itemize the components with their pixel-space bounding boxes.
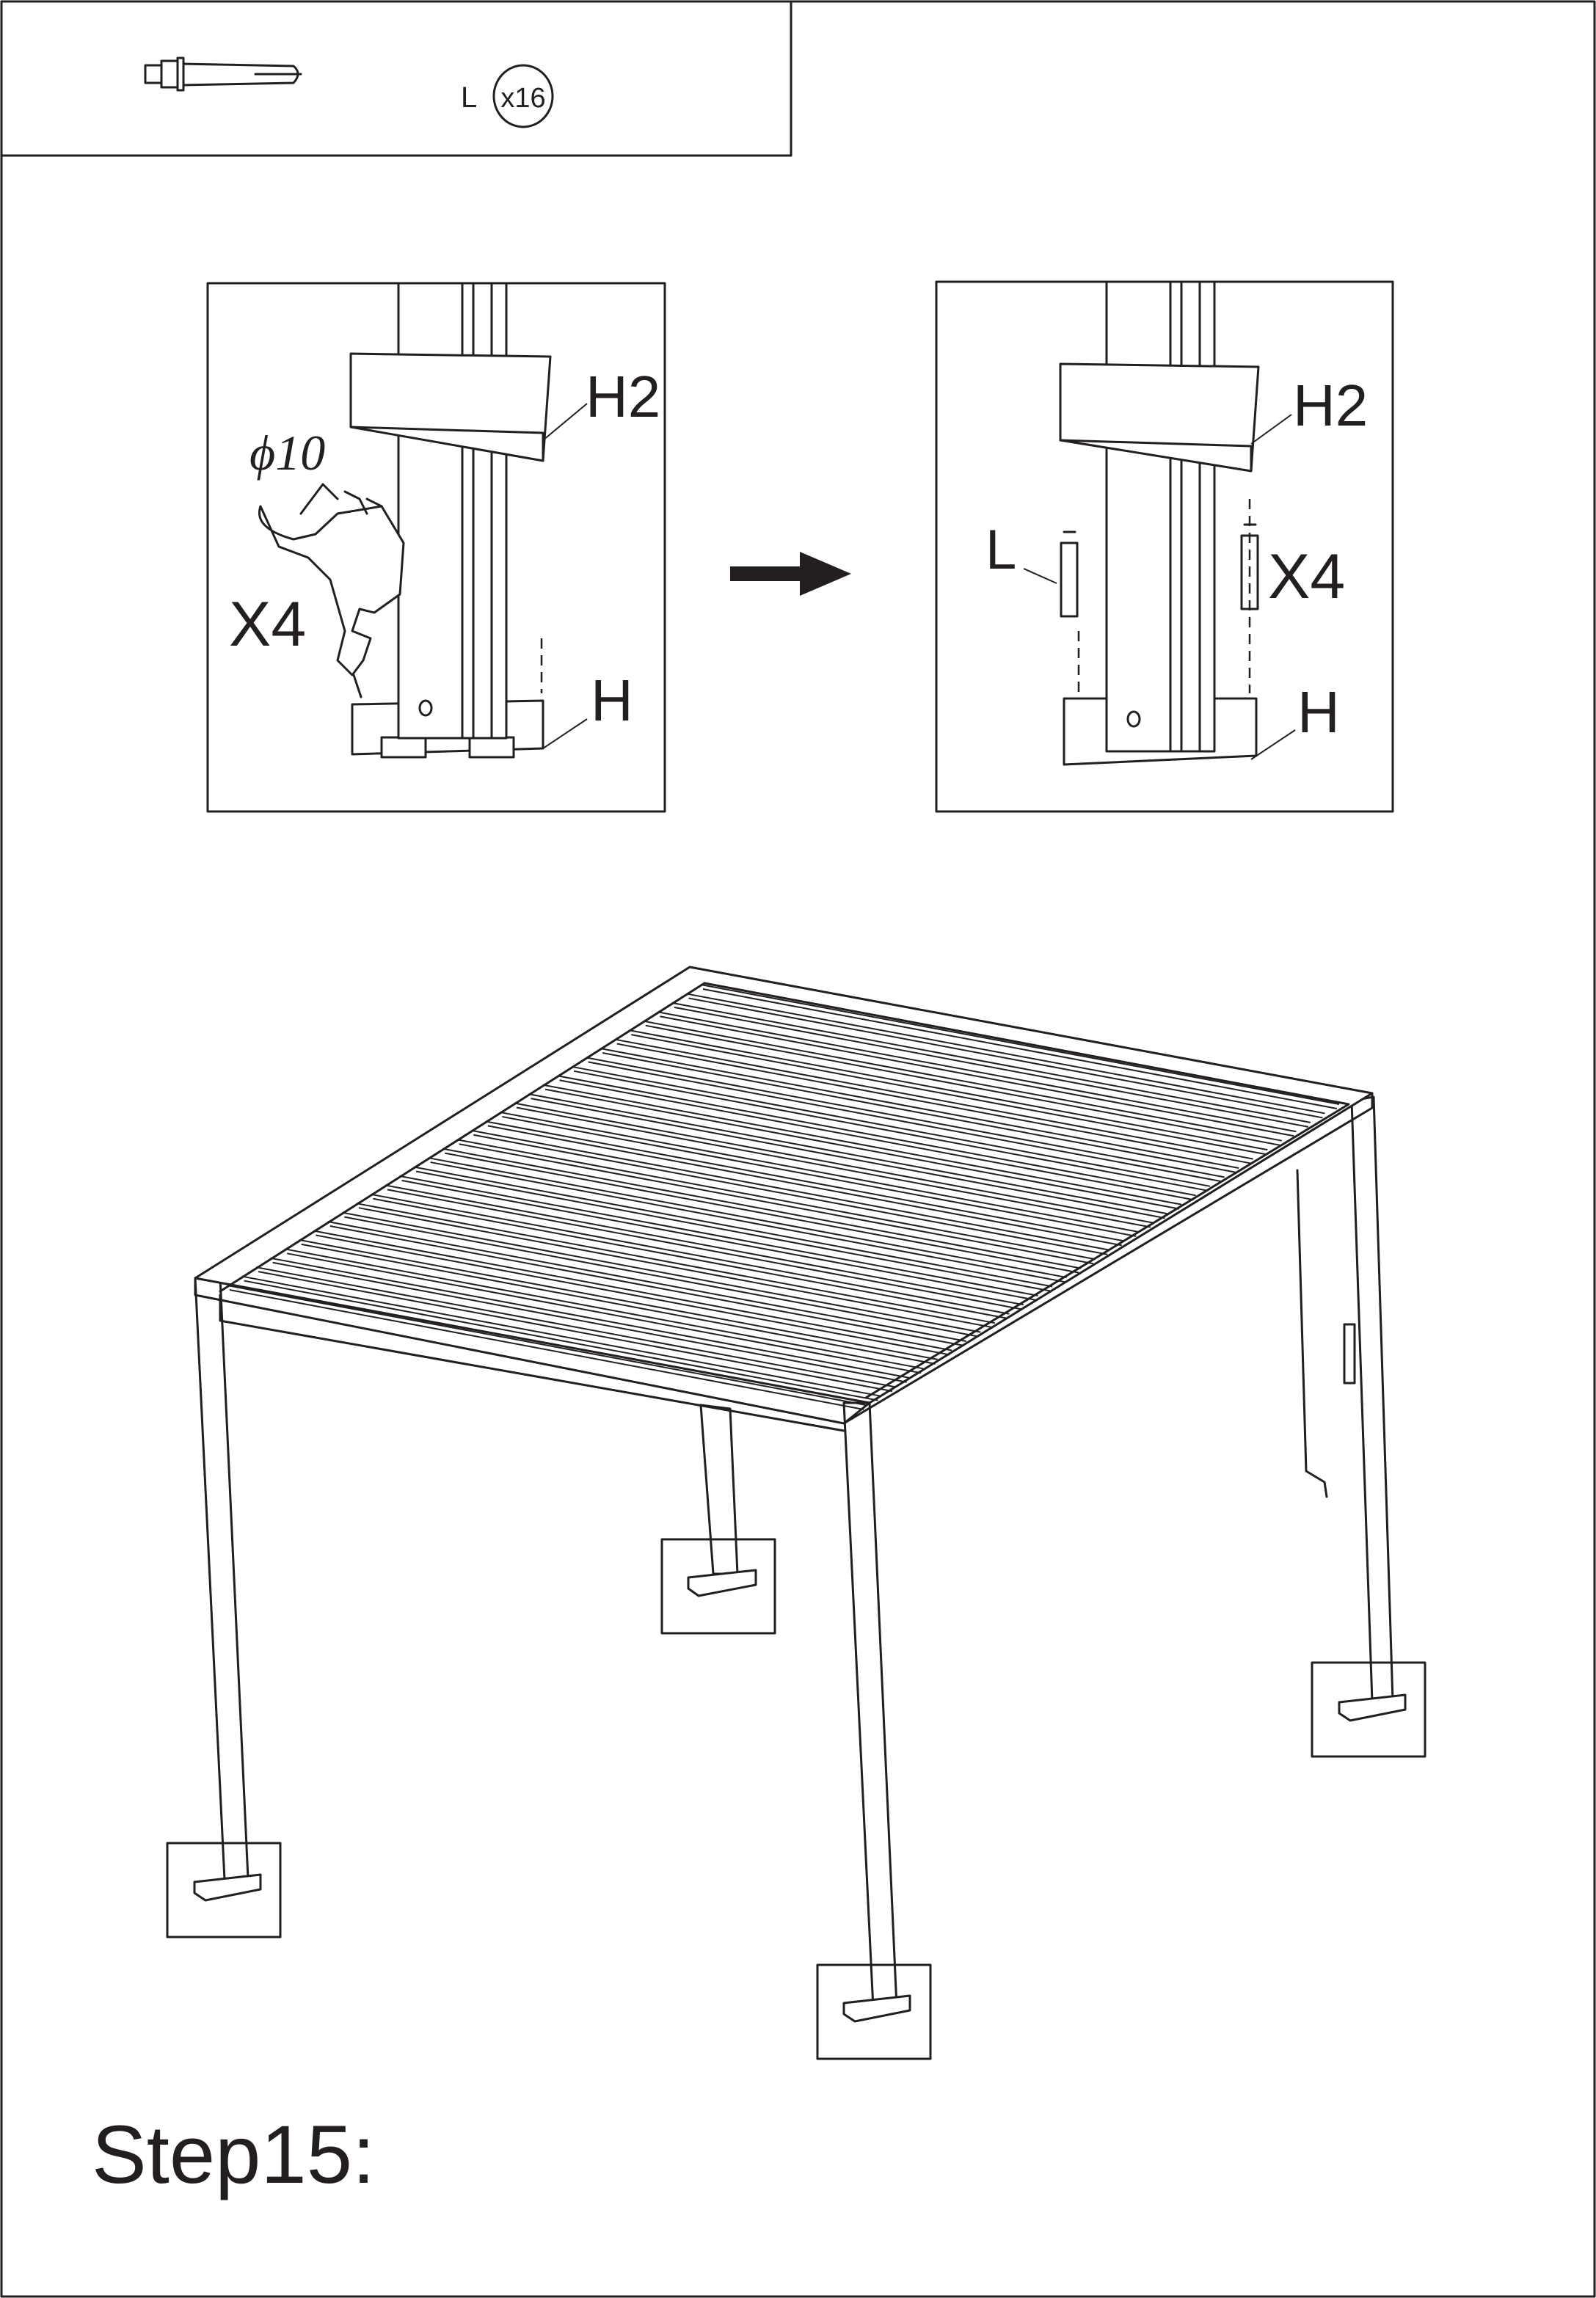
roof-slat — [700, 984, 1340, 1109]
roof-slat — [586, 1057, 1225, 1183]
roof-slat — [241, 1275, 881, 1401]
detail-after: H2 L X4 H — [935, 280, 1394, 813]
roof-slat — [514, 1102, 1154, 1228]
roof-slat — [671, 1002, 1311, 1128]
roof-slat — [485, 1120, 1125, 1247]
leg-back-right — [1350, 1095, 1394, 1704]
roof-slat — [356, 1203, 996, 1329]
foot-box — [660, 1538, 776, 1635]
roof-slat — [255, 1266, 895, 1393]
foot-box — [166, 1842, 282, 1938]
roof-slat — [686, 993, 1325, 1119]
arrow-right-icon — [730, 552, 851, 596]
roof-slat — [614, 1038, 1253, 1164]
roof-slat — [342, 1211, 981, 1338]
roof-slat — [557, 1075, 1196, 1201]
roof-slat — [428, 1157, 1067, 1283]
bracket-label: H2 — [1293, 373, 1368, 438]
roof-slat — [385, 1184, 1024, 1310]
roof-slat — [399, 1175, 1038, 1301]
pergola-drawing — [166, 966, 1426, 2060]
roof-slat — [313, 1230, 952, 1356]
leg-front-left — [194, 1277, 249, 1881]
roof-slat — [471, 1129, 1110, 1255]
detail-before: H2 ϕ10 X4 H — [206, 282, 666, 813]
base-label: H — [591, 668, 633, 733]
roof-slat — [413, 1166, 1053, 1292]
drill-size-label: ϕ10 — [249, 425, 325, 481]
roof-slat — [542, 1084, 1182, 1210]
roof-slat — [500, 1111, 1139, 1237]
roof-slat — [327, 1221, 967, 1347]
roof-slat — [571, 1065, 1211, 1192]
leg-back-left — [699, 1404, 739, 1575]
foot-box — [816, 1963, 932, 2060]
foot-box — [1311, 1661, 1426, 1758]
part-letter: L — [461, 81, 477, 114]
roof-slat — [629, 1029, 1268, 1156]
step-title: Step15: — [92, 2109, 375, 2200]
leg-front-right — [842, 1401, 898, 2010]
roof-slat — [600, 1047, 1239, 1173]
quantity-circle — [492, 64, 554, 128]
roof-slat — [657, 1011, 1297, 1137]
parts-box: L x16 — [0, 0, 792, 157]
count-label: X4 — [229, 589, 306, 660]
expansion-bolt-icon — [144, 56, 302, 92]
roof-slat — [371, 1193, 1010, 1319]
bracket-label: H2 — [586, 364, 660, 429]
base-label: H — [1297, 679, 1340, 745]
drill-icon — [258, 483, 405, 698]
roof-slat — [227, 1285, 867, 1410]
part-quantity: x16 — [500, 83, 545, 114]
roof-slat — [270, 1257, 909, 1383]
roof-slat — [284, 1248, 924, 1374]
bolt-label: L — [985, 519, 1016, 581]
count-label: X4 — [1268, 541, 1345, 612]
roof-slat — [643, 1020, 1283, 1146]
roof-slat — [442, 1148, 1082, 1274]
roof-slat — [528, 1093, 1167, 1219]
roof-slat — [299, 1239, 938, 1365]
roof-slat — [456, 1139, 1096, 1265]
